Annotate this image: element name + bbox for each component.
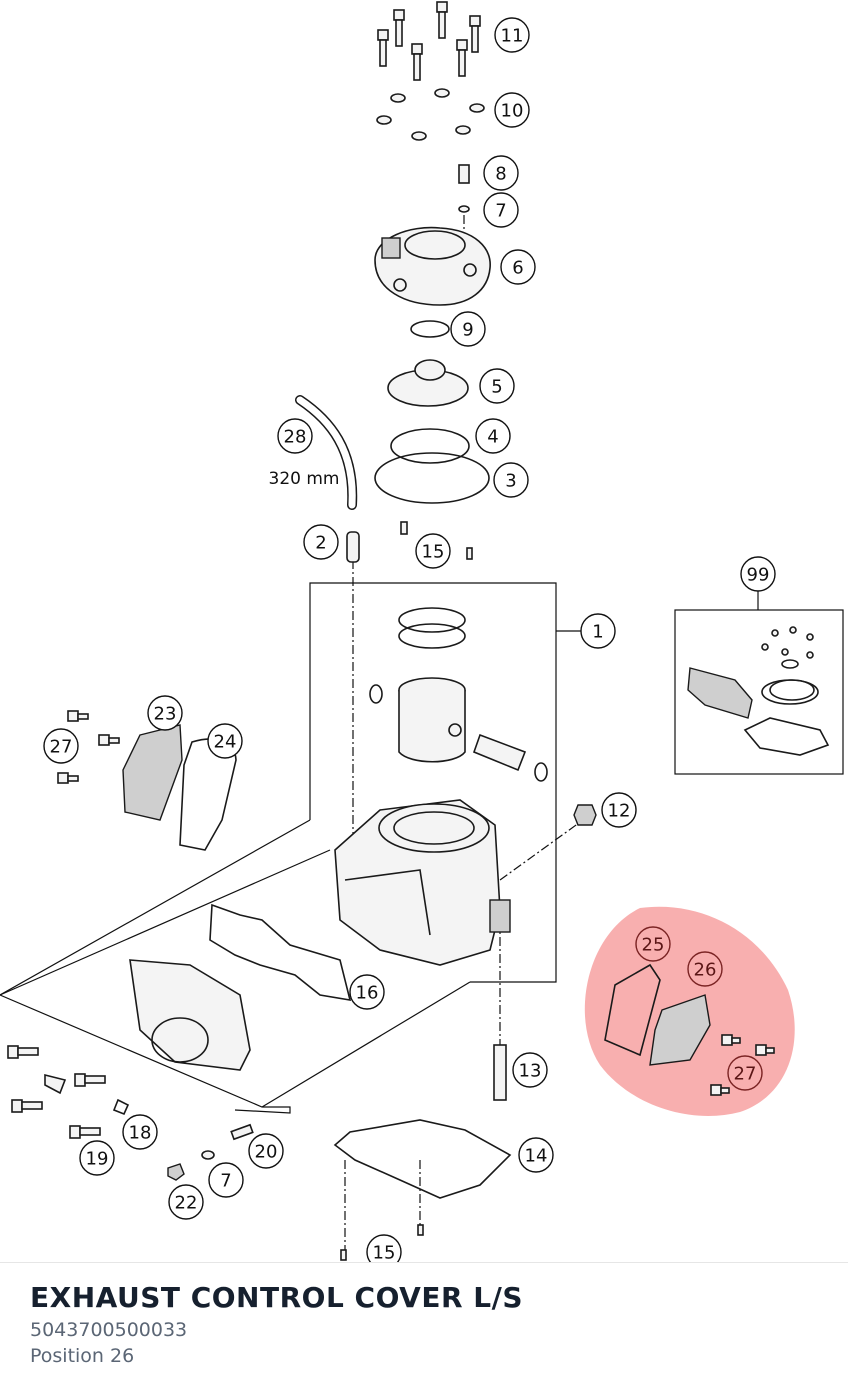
callout-8[interactable]: 8 (483, 155, 519, 191)
callout-22[interactable]: 22 (168, 1184, 204, 1220)
part-position: Position 26 (30, 1345, 135, 1367)
callout-label: 7 (220, 1171, 231, 1192)
callout-1[interactable]: 1 (580, 613, 616, 649)
callout-label: 25 (642, 935, 665, 956)
callout-label: 27 (50, 737, 73, 758)
callout-label: 20 (255, 1142, 278, 1163)
exploded-parts-diagram: 320 mm (0, 1, 844, 1263)
callout-27[interactable]: 27 (43, 728, 79, 764)
screws-right[interactable] (57, 710, 120, 784)
cylinder[interactable] (334, 799, 511, 966)
piston[interactable] (398, 677, 466, 763)
callout-6[interactable]: 6 (500, 249, 536, 285)
piston-rings[interactable] (398, 607, 466, 649)
cylinder-head[interactable] (374, 226, 491, 306)
callout-99[interactable]: 99 (740, 556, 776, 592)
part-number: 5043700500033 (30, 1319, 188, 1341)
callout-label: 7 (495, 201, 506, 222)
callout-label: 9 (462, 320, 473, 341)
plug-screw[interactable] (458, 164, 470, 184)
callout-9[interactable]: 9 (450, 311, 486, 347)
callout-label: 10 (501, 101, 524, 122)
hose-length-label: 320 mm (269, 469, 340, 489)
callout-label: 16 (356, 983, 379, 1004)
callout-7[interactable]: 7 (483, 192, 519, 228)
nut-small[interactable] (167, 1163, 185, 1181)
gasket-set-contents[interactable] (687, 626, 830, 756)
dowel-pin[interactable] (400, 521, 408, 535)
callout-label: 4 (487, 427, 498, 448)
callout-label: 6 (512, 258, 523, 279)
callout-15[interactable]: 15 (366, 1234, 402, 1263)
callout-label: 26 (694, 960, 717, 981)
seal-ring[interactable] (458, 205, 470, 213)
callout-4[interactable]: 4 (475, 418, 511, 454)
callout-label: 19 (86, 1149, 109, 1170)
callout-12[interactable]: 12 (601, 792, 637, 828)
stud[interactable] (230, 1123, 254, 1141)
o-ring-large[interactable] (374, 452, 490, 504)
callout-20[interactable]: 20 (248, 1133, 284, 1169)
exhaust-flange[interactable] (129, 959, 251, 1071)
nipple[interactable] (346, 531, 360, 563)
callout-27[interactable]: 27 (727, 1055, 763, 1091)
callout-label: 22 (175, 1193, 198, 1214)
callout-11[interactable]: 11 (494, 17, 530, 53)
callout-label: 24 (214, 732, 237, 753)
part-name: EXHAUST CONTROL COVER L/S (30, 1281, 523, 1314)
callout-26[interactable]: 26 (687, 951, 723, 987)
callout-label: 3 (505, 471, 516, 492)
cylinder-kit-frame (309, 582, 557, 983)
callout-14[interactable]: 14 (518, 1137, 554, 1173)
combustion-chamber-insert[interactable] (387, 359, 469, 407)
callout-label: 15 (373, 1243, 396, 1263)
callout-2[interactable]: 2 (303, 524, 339, 560)
callout-28[interactable]: 28 (277, 418, 313, 454)
callout-23[interactable]: 23 (147, 695, 183, 731)
callout-25[interactable]: 25 (635, 926, 671, 962)
callout-label: 18 (129, 1123, 152, 1144)
callout-13[interactable]: 13 (512, 1052, 548, 1088)
callout-label: 23 (154, 704, 177, 725)
callout-24[interactable]: 24 (207, 723, 243, 759)
callout-10[interactable]: 10 (494, 92, 530, 128)
exhaust-control-cover-left[interactable] (604, 963, 775, 1096)
callout-label: 13 (519, 1061, 542, 1082)
cylinder-head-bolts[interactable] (377, 1, 481, 81)
callout-label: 11 (501, 26, 524, 47)
callout-16[interactable]: 16 (349, 974, 385, 1010)
callout-label: 5 (491, 377, 502, 398)
part-info-panel: EXHAUST CONTROL COVER L/S 5043700500033 … (0, 1262, 848, 1391)
callout-label: 27 (734, 1064, 757, 1085)
callout-5[interactable]: 5 (479, 368, 515, 404)
callout-18[interactable]: 18 (122, 1114, 158, 1150)
gasket-kit-frame (674, 609, 844, 775)
callout-label: 1 (592, 622, 603, 643)
callout-15[interactable]: 15 (415, 533, 451, 569)
callout-label: 14 (525, 1146, 548, 1167)
exhaust-flange-gasket[interactable] (209, 903, 352, 1001)
washers[interactable] (376, 88, 485, 141)
flange-bolts[interactable] (7, 1045, 106, 1139)
nut[interactable] (573, 804, 597, 826)
callout-label: 99 (747, 565, 770, 586)
callout-label: 12 (608, 801, 631, 822)
cylinder-base-gasket[interactable] (333, 1119, 512, 1199)
callout-19[interactable]: 19 (79, 1140, 115, 1176)
callout-label: 15 (422, 542, 445, 563)
callout-label: 2 (315, 533, 326, 554)
callout-7[interactable]: 7 (208, 1162, 244, 1198)
piston-pin[interactable] (472, 733, 527, 772)
o-ring[interactable] (410, 320, 450, 338)
callout-label: 8 (495, 164, 506, 185)
o-ring-small[interactable] (390, 428, 470, 464)
callout-3[interactable]: 3 (493, 462, 529, 498)
callout-label: 28 (284, 427, 307, 448)
stud-bolt[interactable] (493, 1044, 507, 1101)
